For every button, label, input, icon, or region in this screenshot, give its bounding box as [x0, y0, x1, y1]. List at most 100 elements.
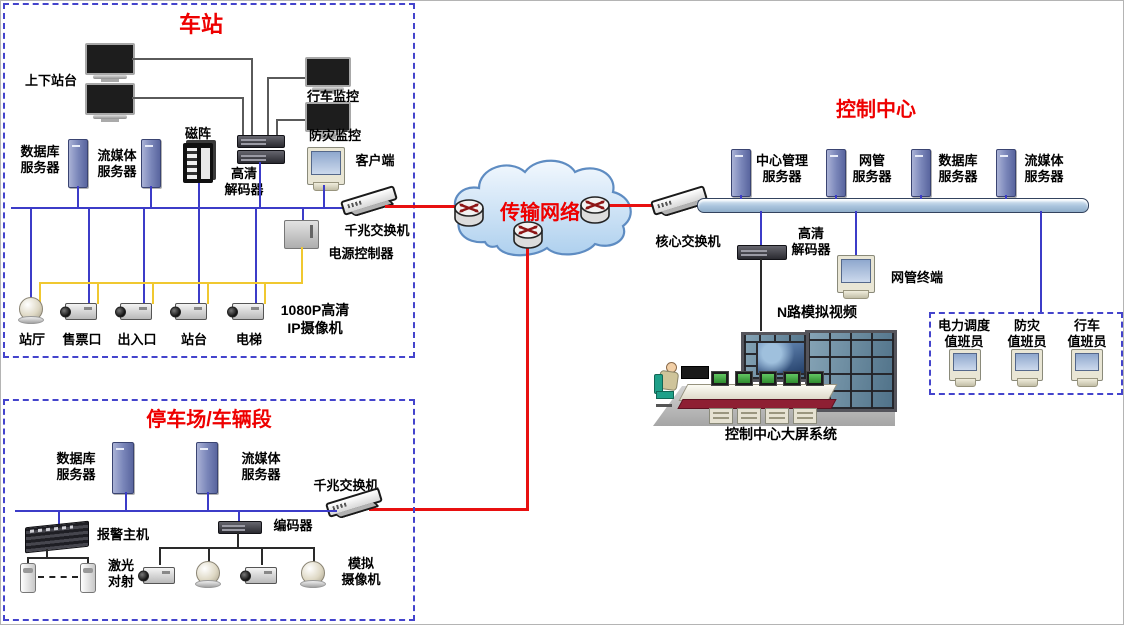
power-controller-icon — [284, 220, 319, 249]
connector-line — [323, 185, 325, 207]
connector-line — [1005, 195, 1007, 199]
power-line — [264, 282, 266, 304]
desk-monitor-icon — [783, 371, 801, 386]
box-camera-icon — [232, 303, 264, 320]
connector-line — [276, 119, 278, 136]
connector-line — [267, 77, 305, 79]
camera-label-elevator: 电梯 — [235, 332, 262, 347]
connector-line — [238, 510, 240, 522]
connector-line — [259, 162, 261, 207]
power-line — [39, 282, 303, 284]
box-camera-icon — [120, 303, 152, 320]
operator-chair — [656, 404, 672, 407]
cc-media-server-label: 流媒体 服务器 — [1024, 153, 1064, 185]
desk-cabinet — [765, 408, 789, 424]
router-icon — [513, 221, 543, 249]
depot-database-server-icon — [112, 442, 134, 494]
connector-line — [267, 77, 269, 136]
depot-switch-label: 千兆交换机 — [313, 478, 379, 493]
router-icon — [454, 199, 484, 227]
network-title: 传输网络 — [500, 202, 580, 224]
connector-line — [855, 211, 857, 255]
power-line — [97, 282, 99, 304]
analog-video-label: N路模拟视频 — [776, 304, 858, 320]
operator-terminal-icon — [949, 349, 981, 387]
mgmt-server-label: 中心管理 服务器 — [755, 153, 808, 185]
connector-line — [132, 97, 243, 99]
cc-database-server-label: 数据库 服务器 — [938, 153, 978, 185]
nms-server-icon — [826, 149, 846, 197]
connector-line — [835, 195, 837, 199]
desk-monitor-icon — [759, 371, 777, 386]
red-link-station — [385, 205, 455, 208]
cc-hd-decoder-label: 高清 解码器 — [791, 226, 831, 258]
operator-terminal-icon — [1011, 349, 1043, 387]
power-line — [152, 282, 154, 304]
connector-line — [242, 97, 244, 136]
ip-camera-type-label: 1080P高清 IP摄像机 — [280, 302, 350, 336]
laser-detector-icon — [20, 563, 36, 593]
database-server-icon — [68, 139, 88, 188]
connector-line — [760, 258, 762, 331]
laser-beam-line — [38, 576, 78, 578]
box-camera-icon — [143, 567, 175, 584]
connector-line — [27, 557, 29, 565]
media-server-icon — [141, 139, 161, 188]
red-link-core — [608, 204, 666, 207]
camera-label-platform: 站台 — [180, 332, 207, 347]
desk-cabinet — [709, 408, 733, 424]
box-camera-icon — [245, 567, 277, 584]
camera-label-ticket: 售票口 — [62, 332, 102, 347]
alarm-host-label: 报警主机 — [96, 527, 149, 542]
core-switch-label: 核心交换机 — [655, 234, 721, 249]
depot-media-server-icon — [196, 442, 218, 494]
router-icon — [580, 196, 610, 224]
connector-line — [58, 510, 60, 526]
station-switch-label: 千兆交换机 — [344, 223, 410, 238]
connector-line — [1040, 211, 1042, 313]
connector-line — [143, 207, 145, 303]
cc-database-server-icon — [911, 149, 931, 197]
connector-line — [208, 549, 210, 563]
train-officer-label: 行车 值班员 — [1067, 318, 1107, 350]
power-line — [39, 282, 41, 304]
hd-decoder-icon — [237, 135, 285, 148]
desk-monitor-icon — [806, 371, 824, 386]
connector-line — [760, 211, 762, 245]
connector-line — [46, 549, 48, 559]
connector-line — [30, 207, 32, 303]
camera-label-hall: 站厅 — [18, 332, 45, 347]
box-camera-icon — [65, 303, 97, 320]
dome-camera-icon — [18, 297, 44, 324]
connector-line — [159, 547, 315, 549]
hd-decoder-icon — [237, 150, 285, 164]
connector-line — [920, 195, 922, 199]
train-monitor-label: 行车监控 — [306, 89, 359, 104]
connector-line — [255, 207, 257, 303]
connector-line — [251, 58, 253, 136]
disk-array-label: 磁阵 — [184, 126, 211, 141]
connector-line — [198, 207, 200, 303]
dome-camera-icon — [195, 561, 221, 588]
client-terminal-icon — [307, 147, 345, 191]
depot-media-server-label: 流媒体 服务器 — [241, 451, 281, 483]
connector-line — [27, 557, 89, 559]
hd-decoder-label: 高清 解码器 — [224, 166, 264, 198]
box-camera-icon — [175, 303, 207, 320]
dome-camera-icon — [300, 561, 326, 588]
big-screen-label: 控制中心大屏系统 — [725, 426, 837, 442]
station-bus-line — [11, 207, 347, 209]
video-wall-big-screen — [756, 341, 806, 375]
connector-line — [88, 207, 90, 303]
connector-line — [87, 557, 89, 565]
network-cloud — [453, 159, 632, 257]
encoder-label: 编码器 — [273, 518, 313, 533]
power-line — [207, 282, 209, 304]
connector-line — [237, 532, 239, 548]
platform-monitors-label: 上下站台 — [24, 73, 77, 88]
operators-box — [929, 312, 1123, 395]
control-center-bus — [697, 198, 1089, 213]
control-center-title: 控制中心 — [836, 99, 916, 121]
client-label: 客户端 — [355, 153, 395, 168]
power-line — [301, 247, 303, 283]
